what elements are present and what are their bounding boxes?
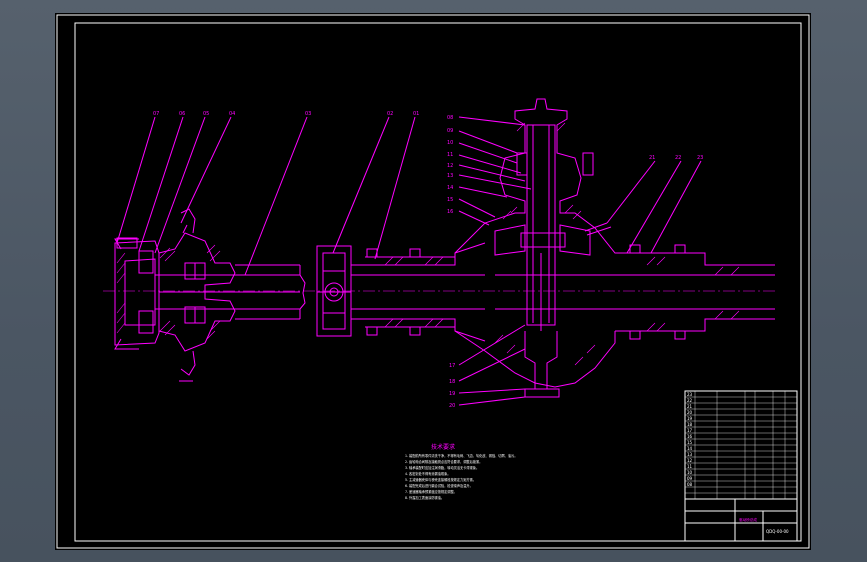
callout-label: 19 [449,391,455,397]
tech-req-line: 7. 差速器轴承预紧度应按规定调整。 [405,489,457,494]
callout-labels-right: 21 22 23 [649,155,703,161]
tech-req-line: 4. 各密封处不得有渗漏油现象。 [405,471,451,476]
callout-labels-left: 07 06 05 04 03 02 01 [153,111,419,117]
callout-label: 15 [447,197,453,203]
row-number: 20 [687,410,693,415]
callout-labels-bottom: 17 18 19 20 [449,363,455,409]
tech-req-line: 5. 主减速器壳体与桥壳连接螺栓按规定力矩拧紧。 [405,477,476,482]
row-number: 11 [687,464,693,469]
left-axle-tube [351,242,486,342]
callout-label: 12 [447,163,453,169]
cad-drawing: 07 06 05 04 03 02 01 08 09 10 11 12 13 1… [56,14,810,549]
callout-labels-top: 08 09 10 11 12 13 14 15 16 [447,115,453,215]
row-number: 08 [687,482,693,487]
inner-frame [74,22,802,542]
tech-req-title: 技术要求 [431,443,455,451]
title-block: 23 22 21 20 19 18 17 16 15 14 13 12 11 1… [684,390,798,542]
callout-label: 11 [447,152,453,158]
leader-lines [116,116,702,406]
row-number: 09 [687,476,693,481]
callout-label: 20 [449,403,455,409]
coupling [316,245,352,337]
callout-label: 02 [387,111,393,117]
row-number: 15 [687,440,693,445]
row-number: 18 [687,422,693,427]
callout-label: 22 [675,155,681,161]
row-number: 13 [687,452,693,457]
callout-label: 17 [449,363,455,369]
tech-req-line: 8. 外露加工表面涂防锈油。 [405,495,444,500]
right-axle-tube [615,244,775,340]
row-number: 16 [687,434,693,439]
callout-label: 21 [649,155,655,161]
callout-label: 08 [447,115,453,121]
tech-req-line: 1. 装配前所有零件清洗干净，不得有毛刺、飞边、氧化皮、锈蚀、切屑、油污。 [405,453,517,458]
wheel-hub-assembly [114,208,306,382]
parts-list-row-numbers: 23 22 21 20 19 18 17 16 15 14 13 12 11 1… [687,392,693,487]
drawing-name: 驱动桥总成 [739,517,757,522]
row-number: 22 [687,398,693,403]
callout-label: 05 [203,111,209,117]
outer-frame [56,14,810,549]
callout-label: 14 [447,185,453,191]
callout-label: 03 [305,111,311,117]
drawing-viewport[interactable]: 07 06 05 04 03 02 01 08 09 10 11 12 13 1… [55,13,811,550]
callout-label: 04 [229,111,235,117]
tech-req-line: 3. 轴承装配时应加注润滑脂，转动灵活无卡滞现象。 [405,465,479,470]
callout-label: 09 [447,128,453,134]
row-number: 17 [687,428,693,433]
row-number: 21 [687,404,693,409]
row-number: 23 [687,392,693,397]
technical-requirements: 技术要求 1. 装配前所有零件清洗干净，不得有毛刺、飞边、氧化皮、锈蚀、切屑、油… [405,443,517,500]
drawing-number: QDQ-00-00 [766,529,789,534]
row-number: 14 [687,446,693,451]
final-drive-housing [454,98,635,398]
parts-list-grid [685,391,797,500]
callout-label: 01 [413,111,419,117]
row-number: 19 [687,416,693,421]
callout-label: 06 [179,111,185,117]
tech-req-line: 6. 装配完成后进行磨合试验，检查噪声及温升。 [405,483,473,488]
callout-label: 23 [697,155,703,161]
tech-req-line: 2. 齿轮啮合间隙及接触斑点应符合要求，调整后锁紧。 [405,459,482,464]
row-number: 10 [687,470,693,475]
callout-label: 07 [153,111,159,117]
callout-label: 13 [447,173,453,179]
row-number: 12 [687,458,693,463]
callout-label: 16 [447,209,453,215]
callout-label: 18 [449,379,455,385]
callout-label: 10 [447,140,453,146]
